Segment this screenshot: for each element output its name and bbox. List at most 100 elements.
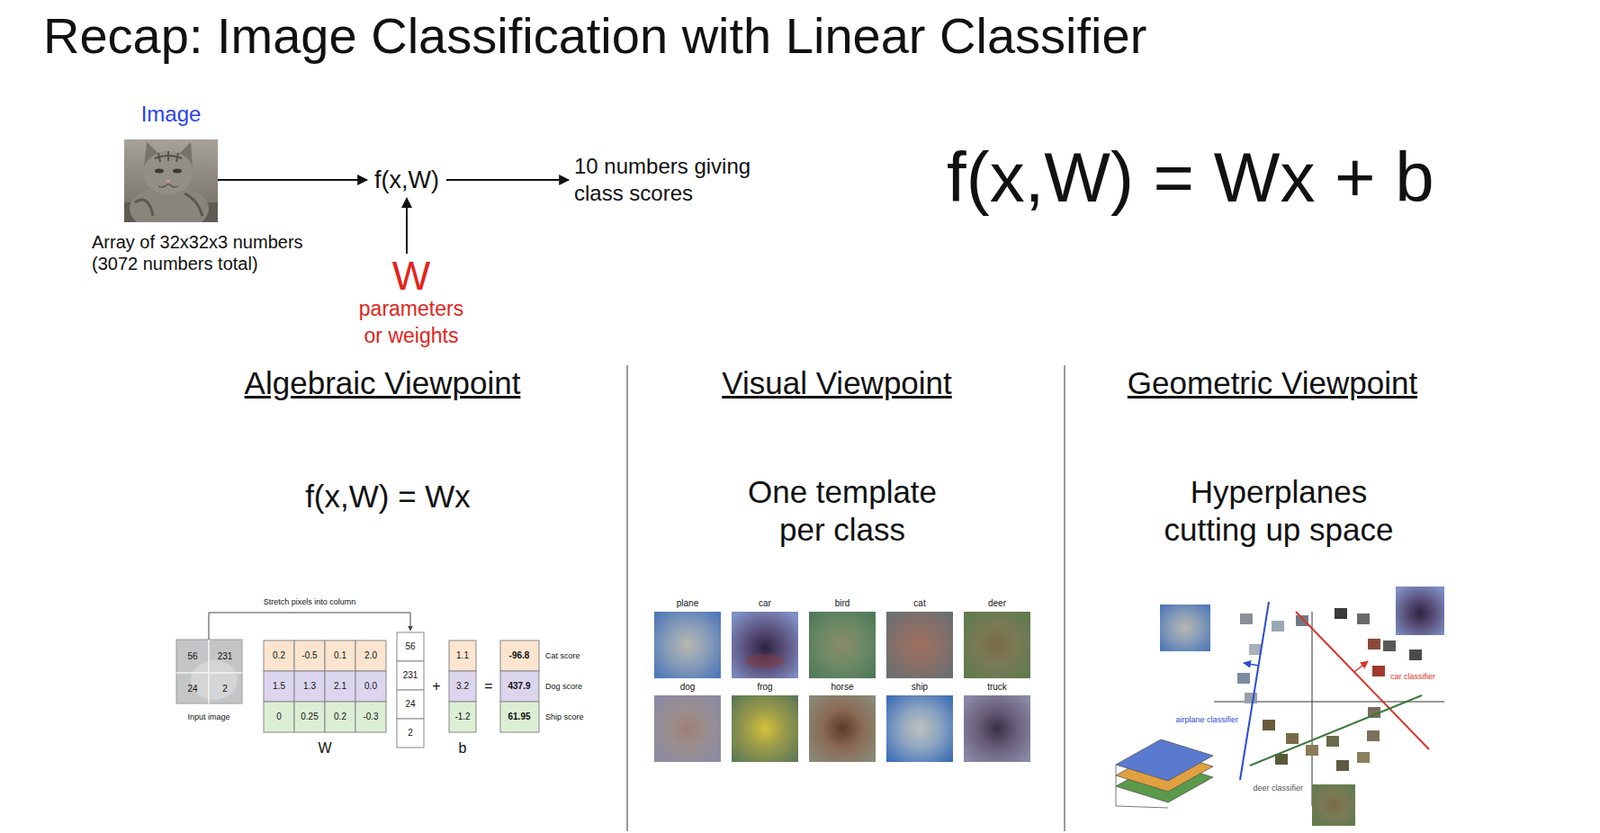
panel-caption: Hyperplanes cutting up space: [1150, 473, 1408, 549]
bias-column: [449, 671, 477, 702]
pixel-column: [396, 632, 424, 748]
cat-photo: [172, 169, 182, 174]
operator: +: [431, 677, 441, 695]
image-thumbnail: [1336, 760, 1349, 772]
geometric-plot: [1243, 663, 1259, 666]
panel-heading: Visual Viewpoint: [721, 364, 953, 403]
matrix-cell: 0.1: [333, 650, 347, 662]
algebraic-figure: [208, 612, 411, 640]
weight-matrix: [355, 671, 387, 702]
cat-photo: [124, 139, 218, 223]
matrix-cell: 0.2: [272, 650, 286, 662]
weight-matrix: [355, 701, 387, 733]
weights-box: Wparameters or weights: [347, 253, 476, 352]
score-label: Ship score: [545, 712, 585, 723]
class-templates: [886, 695, 953, 763]
cat-photo: [134, 193, 203, 216]
panel-formula: f(x,W) = Wx: [305, 477, 471, 516]
matrix-cell: 2.0: [364, 650, 378, 662]
class-label: dog: [680, 682, 696, 693]
image-thumbnail: [1271, 620, 1285, 632]
image-thumbnail: [1409, 649, 1422, 661]
geometric-plot: [1115, 586, 1445, 827]
pixel-value: 2: [222, 683, 228, 695]
weights-caption: parameters or weights: [352, 296, 470, 351]
image-thumbnail: [1237, 673, 1250, 684]
class-templates: [745, 654, 785, 669]
bias-cell: 3.2: [456, 681, 469, 693]
class-templates: [808, 695, 876, 763]
score-column: [500, 701, 540, 733]
image-thumbnail: [1237, 608, 1422, 772]
column-divider: [627, 365, 1065, 832]
image-thumbnail: [1240, 613, 1253, 625]
figure-note: Stretch pixels into column: [263, 597, 357, 608]
weight-matrix: [263, 640, 387, 733]
plane-figure: [1115, 739, 1214, 809]
function-box: f(x,W): [367, 161, 447, 198]
algebraic-figure: [176, 639, 243, 704]
classifier-label: deer classifier: [1252, 783, 1304, 794]
bias-column: [449, 701, 477, 733]
matrix-cell: 0.2: [333, 711, 347, 723]
pixel-column: [396, 719, 424, 748]
image-thumbnail: [1357, 613, 1370, 625]
cat-photo: [158, 151, 179, 162]
image-label: Image: [106, 101, 236, 128]
geometric-plot: [1312, 611, 1313, 807]
image-thumbnail: [1326, 736, 1340, 747]
geometric-plot: [1354, 661, 1368, 673]
function-label: f(x,W): [374, 165, 440, 195]
matrix-cell: -0.3: [362, 711, 378, 723]
class-templates: [808, 611, 876, 679]
weights-symbol: W: [352, 255, 470, 297]
plane-figure: [1115, 739, 1214, 782]
panel-heading: Algebraic Viewpoint: [244, 364, 522, 403]
weight-matrix: [355, 640, 387, 672]
weight-matrix: [294, 701, 325, 733]
class-templates: [731, 695, 799, 763]
image-thumbnail: [1334, 608, 1348, 620]
image-thumbnail: [1262, 719, 1276, 731]
class-label: horse: [830, 682, 854, 693]
class-label: bird: [835, 598, 851, 610]
algebraic-figure: [176, 612, 540, 748]
algebraic-figure: [190, 660, 238, 701]
class-templates: [963, 611, 1031, 679]
image-thumbnail: [1244, 692, 1258, 704]
matrix-cell: 1.3: [303, 681, 316, 693]
score-cell: 61.95: [507, 711, 531, 723]
plane-figure: [1115, 806, 1169, 809]
pixel-column: [396, 690, 424, 720]
image-thumbnail: [1366, 730, 1380, 742]
input-image: ImageArray of 32x32x3 numbers (3072 numb…: [124, 139, 218, 223]
flow-arrow: [446, 179, 569, 181]
flow-arrow: [217, 179, 368, 181]
cat-photo: [143, 151, 194, 195]
pixel-column: [396, 632, 424, 662]
class-templates: [886, 611, 953, 679]
pixel-column: [396, 661, 424, 691]
image-thumbnail: [1367, 638, 1381, 650]
matrix-cell: 0.25: [300, 711, 318, 723]
bias-cell: -1.2: [454, 711, 470, 723]
weight-matrix: [263, 701, 295, 733]
vector-cell: 24: [404, 699, 415, 711]
class-templates: [654, 611, 1031, 763]
cat-photo: [158, 183, 179, 188]
class-label: ship: [911, 682, 928, 693]
geometric-plot: [1395, 586, 1445, 636]
geometric-plot: [1159, 604, 1211, 652]
algebraic-figure: [207, 639, 210, 704]
panel-caption: One template per class: [737, 473, 949, 549]
weight-matrix: [263, 640, 295, 672]
vector-cell: 2: [407, 728, 414, 739]
class-templates: [654, 611, 721, 679]
weight-matrix: [294, 640, 325, 672]
vector-cell: 56: [404, 641, 415, 653]
bias-cell: 1.1: [456, 650, 469, 662]
geometric-plot: [1240, 602, 1269, 781]
cat-photo: [154, 169, 164, 174]
